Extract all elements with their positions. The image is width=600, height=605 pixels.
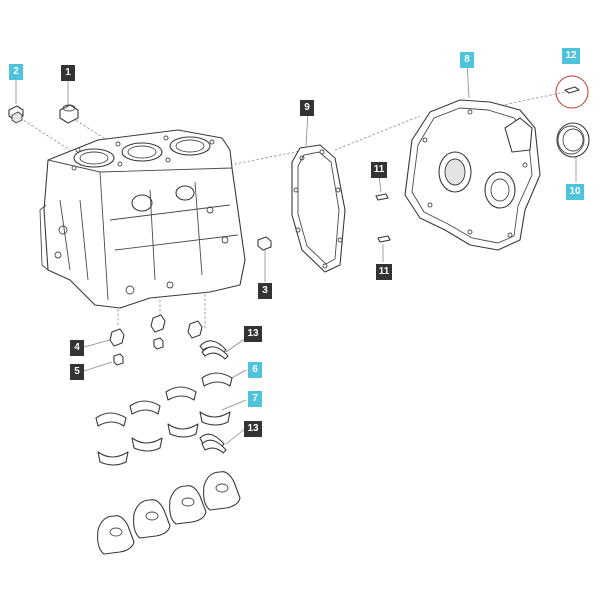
callout-1[interactable]: 1 — [61, 65, 75, 81]
leader-lines — [15, 61, 577, 445]
thrust-washers-part-13 — [199, 340, 229, 454]
lower-bearing-shells-part-7 — [97, 411, 231, 466]
callout-13-lower[interactable]: 13 — [244, 421, 262, 437]
callout-5[interactable]: 5 — [70, 364, 84, 380]
callout-10[interactable]: 10 — [566, 184, 584, 200]
callout-11-upper[interactable]: 11 — [371, 162, 387, 178]
bolt-part-12 — [555, 75, 589, 109]
plug-part-2 — [8, 105, 24, 124]
oil-nozzles-part-4 — [109, 314, 203, 347]
callout-3[interactable]: 3 — [258, 283, 272, 299]
callout-13-upper[interactable]: 13 — [244, 326, 262, 342]
callout-11-lower[interactable]: 11 — [376, 264, 392, 280]
engine-block — [39, 129, 246, 309]
callout-7[interactable]: 7 — [248, 391, 262, 407]
housing-part-8 — [404, 99, 541, 251]
bearing-caps — [97, 471, 241, 555]
callout-12[interactable]: 12 — [562, 48, 580, 64]
plug-part-1 — [59, 104, 79, 124]
gasket-part-9 — [291, 144, 346, 273]
callout-9[interactable]: 9 — [300, 100, 314, 116]
upper-bearing-shells-part-6 — [95, 372, 233, 427]
callout-6[interactable]: 6 — [248, 362, 262, 378]
oil-seal-part-10 — [556, 122, 590, 158]
pin-part-3 — [257, 236, 272, 251]
dowel-pins-part-11 — [375, 193, 391, 243]
callout-2[interactable]: 2 — [9, 64, 23, 80]
screws-part-5 — [113, 337, 164, 366]
callout-4[interactable]: 4 — [70, 340, 84, 356]
callout-8[interactable]: 8 — [460, 52, 474, 68]
